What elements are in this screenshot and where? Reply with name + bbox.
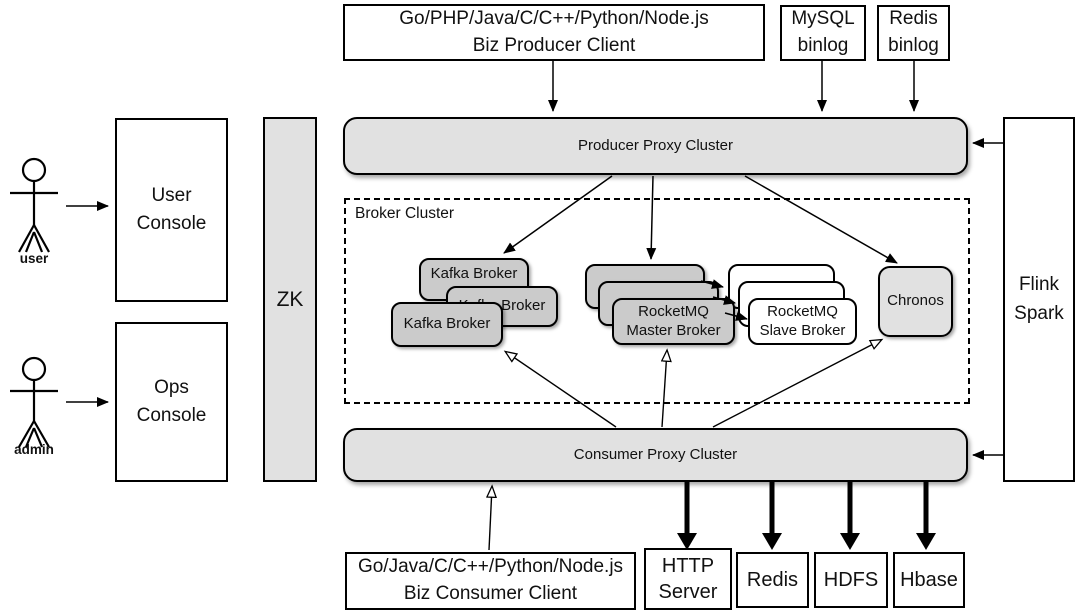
http-server-line2: Server (658, 581, 718, 603)
ops-console-line1: Ops (154, 376, 189, 398)
user-actor-label: user (19, 251, 49, 266)
redis-binlog-box: Redis binlog (877, 5, 950, 61)
rocketmq-slave-box-front: RocketMQ Slave Broker (748, 298, 857, 345)
user-console-line2: Console (136, 213, 207, 234)
biz-consumer-client-box: Go/Java/C/C++/Python/Node.js Biz Consume… (345, 552, 636, 610)
kafka-broker-label: Kafka Broker (403, 315, 491, 333)
redis-binlog-line1: Redis (889, 8, 938, 30)
user-actor-icon (10, 157, 58, 253)
kafka-broker-label: Kafka Broker (430, 265, 518, 282)
broker-cluster-label: Broker Cluster (355, 205, 455, 222)
flink-spark-box: Flink Spark (1003, 117, 1075, 482)
mysql-binlog-box: MySQL binlog (780, 5, 866, 61)
hdfs-sink-label: HDFS (823, 569, 879, 591)
hdfs-sink-box: HDFS (814, 552, 888, 608)
redis-sink-box: Redis (736, 552, 809, 608)
redis-sink-label: Redis (746, 569, 799, 591)
biz-producer-client-line1: Go/PHP/Java/C/C++/Python/Node.js (399, 7, 709, 29)
chronos-box: Chronos (878, 266, 953, 337)
producer-proxy-cluster-box: Producer Proxy Cluster (343, 117, 968, 175)
biz-consumer-client-line2: Biz Consumer Client (403, 583, 578, 604)
consumer-proxy-label: Consumer Proxy Cluster (573, 445, 738, 463)
user-console-line1: User (151, 184, 192, 206)
hbase-sink-label: Hbase (900, 569, 958, 591)
ops-console-line2: Console (136, 405, 207, 426)
mysql-binlog-line1: MySQL (791, 8, 855, 30)
hbase-sink-box: Hbase (893, 552, 965, 608)
consumer-proxy-cluster-box: Consumer Proxy Cluster (343, 428, 968, 482)
broker-cluster-container: Broker Cluster (344, 198, 970, 404)
rocketmq-slave-line2: Slave Broker (759, 321, 846, 339)
biz-producer-client-box: Go/PHP/Java/C/C++/Python/Node.js Biz Pro… (343, 4, 765, 61)
user-console-box: User Console (115, 118, 228, 302)
ops-console-box: Ops Console (115, 322, 228, 482)
chronos-label: Chronos (887, 292, 944, 310)
zk-box: ZK (263, 117, 317, 482)
producer-proxy-label: Producer Proxy Cluster (577, 136, 734, 154)
flink-spark-line2: Spark (1014, 302, 1064, 324)
flink-spark-line1: Flink (1018, 274, 1060, 295)
redis-binlog-line2: binlog (888, 35, 939, 56)
mysql-binlog-line2: binlog (797, 35, 849, 56)
admin-actor-icon (10, 356, 58, 448)
arrow-proxy-to-hbase (916, 482, 936, 550)
arrow-proxy-to-http-server (677, 482, 697, 550)
kafka-broker-box-back: Kafka Broker (419, 258, 529, 301)
rocketmq-master-box-front: RocketMQ Master Broker (612, 298, 735, 345)
kafka-broker-box-front: Kafka Broker (391, 302, 503, 347)
biz-consumer-client-line1: Go/Java/C/C++/Python/Node.js (357, 556, 624, 578)
zk-label: ZK (276, 287, 304, 311)
rocketmq-master-line2: Master Broker (626, 321, 721, 339)
rocketmq-master-line1: RocketMQ (638, 302, 709, 320)
admin-actor-label: admin (14, 442, 54, 457)
http-server-line1: HTTP (661, 555, 715, 577)
rocketmq-slave-line1: RocketMQ (767, 302, 838, 320)
arrow-consumer-client-to-proxy (489, 487, 492, 551)
biz-producer-client-line2: Biz Producer Client (472, 34, 636, 56)
arrow-proxy-to-redis (762, 482, 782, 550)
http-server-box: HTTP Server (644, 548, 732, 610)
arrow-proxy-to-hdfs (840, 482, 860, 550)
